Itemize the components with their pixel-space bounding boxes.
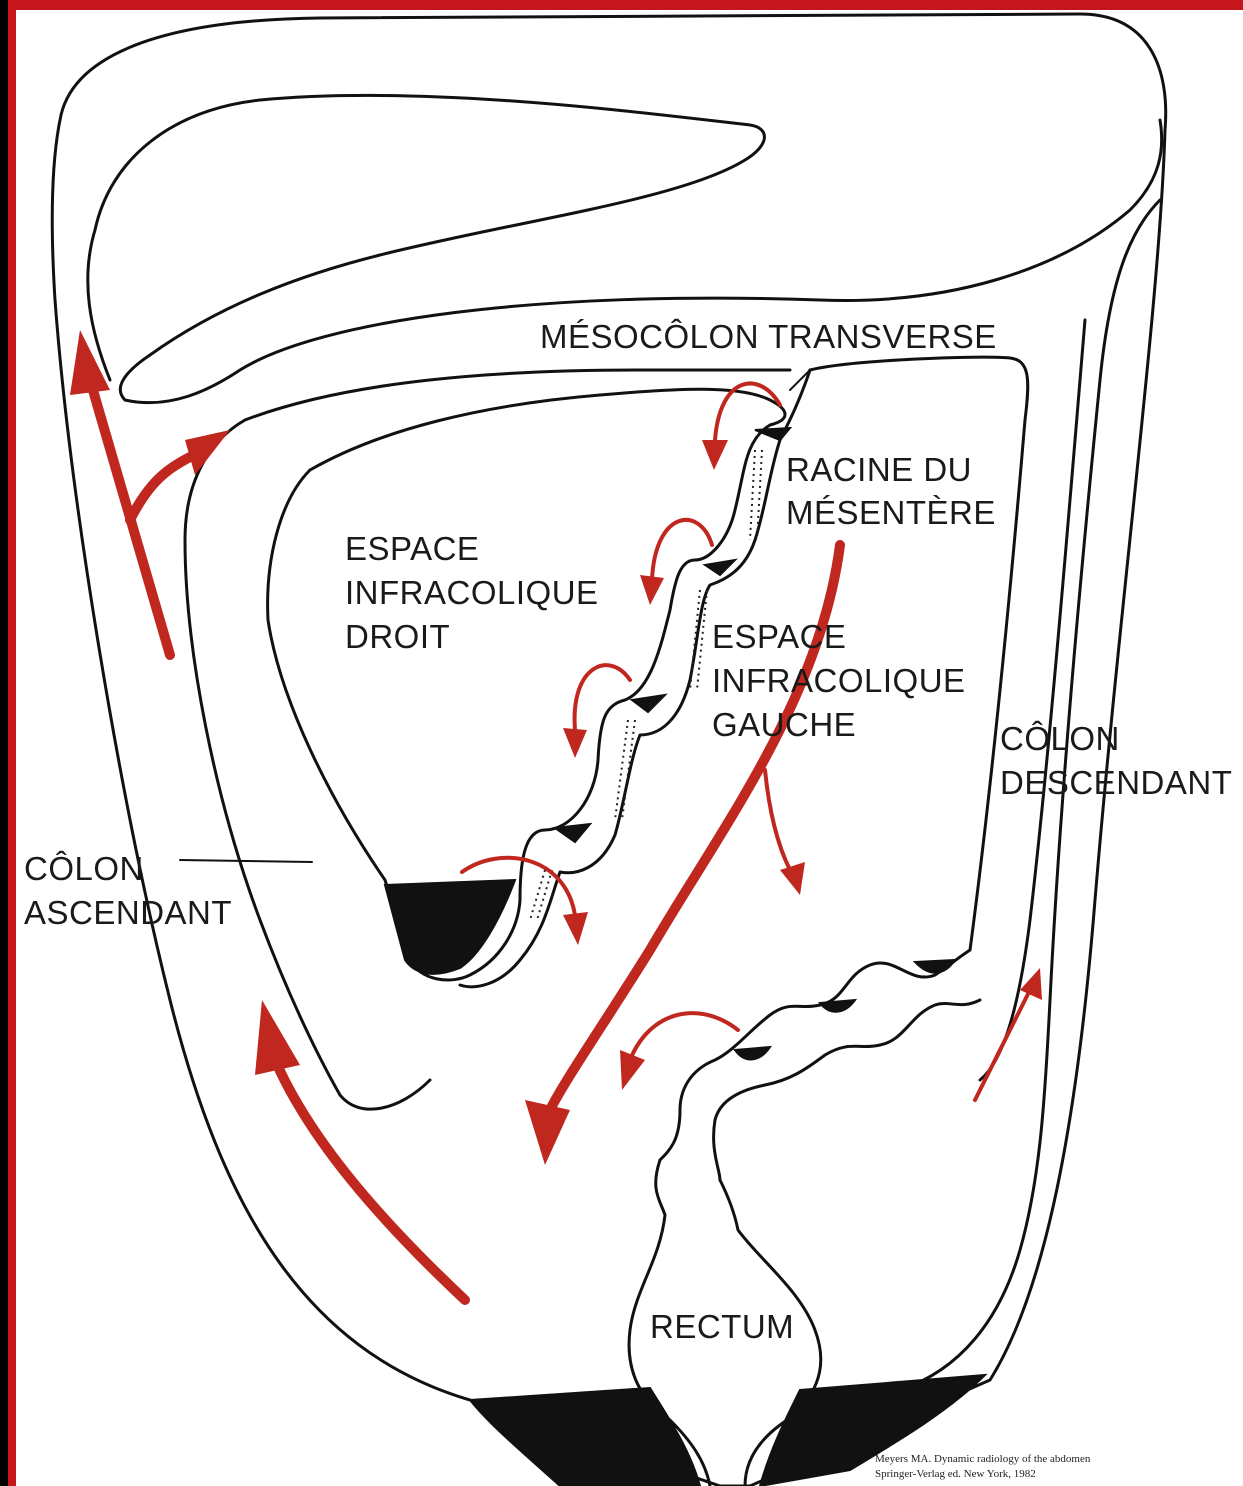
abdominal-cavity-outline: [52, 14, 1165, 1486]
pelvic-pool-left: [470, 1388, 700, 1486]
arrow-sigmoid-overflow-head: [620, 1050, 645, 1090]
arrow-left-paracolic-upward: [975, 990, 1030, 1100]
transverse-colon-loop: [125, 120, 1162, 403]
label-espace-droit-line2: INFRACOLIQUE: [345, 574, 599, 611]
arrow-branch-to-transverse-head: [185, 430, 230, 475]
arrow-left-infracolic-to-pelvis-head: [525, 1100, 570, 1165]
arrow-pelvis-to-right-paracolic: [275, 1060, 465, 1300]
right-paracolic-pool: [385, 880, 515, 974]
arrow-pelvis-to-right-paracolic-head: [255, 1000, 300, 1075]
sigmoid-colon-lower: [714, 1000, 980, 1180]
mesentery-hatch-mid: [690, 590, 707, 690]
label-espace-droit-line1: ESPACE: [345, 530, 479, 567]
arrow-sigmoid-overflow: [630, 1013, 738, 1060]
arrow-overflow-step-4-head: [563, 912, 588, 945]
label-colon-descendant-line2: DESCENDANT: [1000, 764, 1232, 801]
sigmoid-pool-1: [915, 960, 955, 973]
label-racine-line2: MÉSENTÈRE: [786, 494, 996, 531]
mesentery-hatch-lower: [615, 720, 635, 820]
ascending-colon-leader-line: [180, 860, 312, 862]
mesentery-fold-3: [632, 695, 665, 712]
label-racine-line1: RACINE DU: [786, 451, 972, 488]
arrow-overflow-step-3-head: [563, 728, 587, 758]
credit-line2: Springer-Verlag ed. New York, 1982: [875, 1468, 1036, 1480]
mesentery-hatch-bottom: [530, 870, 552, 920]
mesentery-fold-4: [555, 824, 590, 842]
label-espace-gauche-line3: GAUCHE: [712, 706, 856, 743]
label-rectum: RECTUM: [650, 1308, 794, 1345]
arrow-left-infracolic-branch: [765, 770, 790, 870]
arrow-left-infracolic-branch-head: [780, 862, 805, 895]
ascending-colon-inner: [245, 370, 790, 420]
label-espace-droit-line3: DROIT: [345, 618, 450, 655]
credit-line1: Meyers MA. Dynamic radiology of the abdo…: [875, 1453, 1091, 1465]
label-colon-ascendant-line2: ASCENDANT: [24, 894, 232, 931]
arrow-overflow-step-2-head: [640, 575, 664, 605]
sigmoid-pool-3: [735, 1047, 770, 1059]
sigmoid-pool-2: [820, 1000, 855, 1012]
mesentery-root-staircase: [470, 425, 770, 975]
label-espace-gauche-line2: INFRACOLIQUE: [712, 662, 966, 699]
label-mesocolon-transverse: MÉSOCÔLON TRANSVERSE: [540, 318, 997, 355]
label-colon-ascendant-line1: CÔLON: [24, 850, 144, 887]
label-colon-descendant-line1: CÔLON: [1000, 720, 1120, 757]
arrow-overflow-step-1-head: [702, 440, 728, 470]
arrow-overflow-step-2: [652, 520, 712, 580]
mesentery-fold-2: [705, 560, 735, 575]
label-espace-gauche-line1: ESPACE: [712, 618, 846, 655]
sigmoid-colon-upper: [660, 950, 970, 1160]
ascending-colon-wall: [185, 420, 430, 1109]
